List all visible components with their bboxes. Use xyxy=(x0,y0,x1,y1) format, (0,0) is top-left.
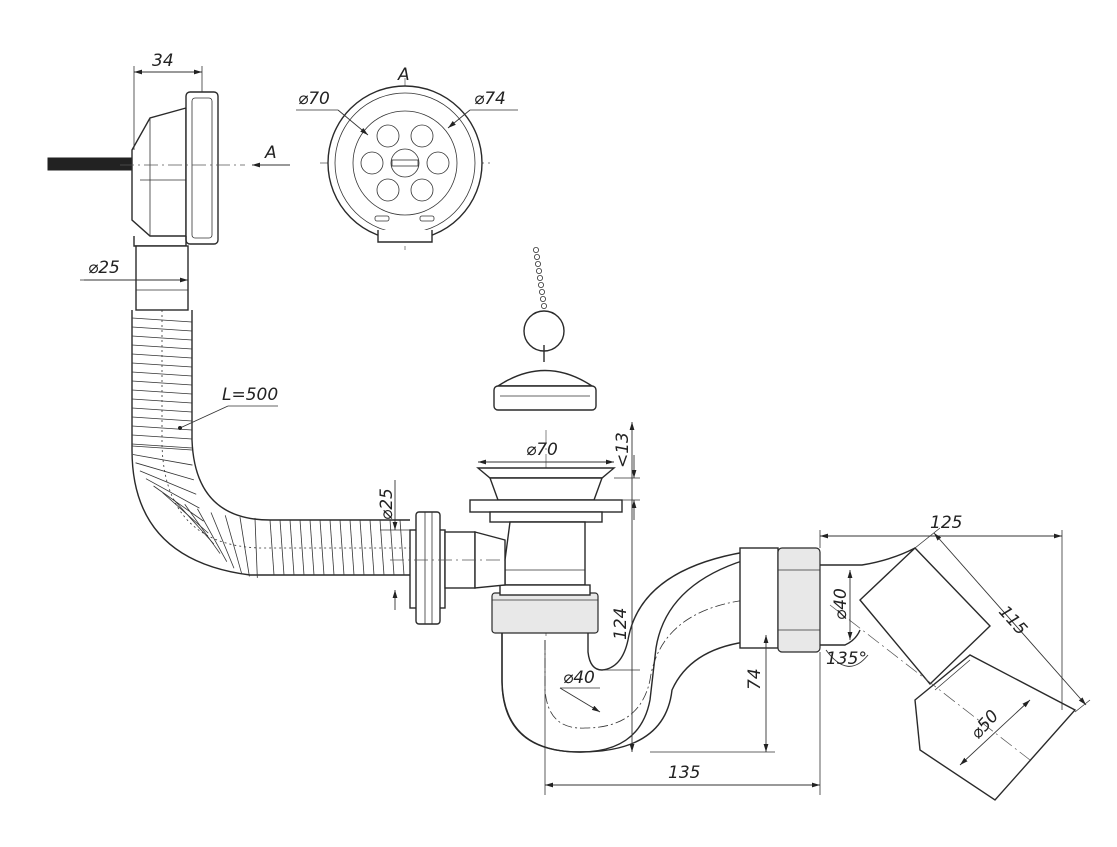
hose-rib xyxy=(197,508,228,562)
dim-outlet-reach: 125 xyxy=(930,513,962,533)
chain-link xyxy=(537,274,544,281)
hose-rib xyxy=(399,519,405,576)
hose-rib xyxy=(210,512,235,569)
dim-strainer-height: <13 xyxy=(613,432,633,468)
hose-rib xyxy=(339,519,345,576)
hose-rib xyxy=(369,519,375,576)
dim-overflow-pipe-dia: ⌀25 xyxy=(88,258,120,278)
chain-link xyxy=(541,302,548,309)
hose-rib xyxy=(131,326,193,332)
hose-rib xyxy=(131,407,193,413)
hose-rib xyxy=(239,517,250,577)
corrugated-hose: L=500 xyxy=(131,310,410,578)
s-trap: 124 ⌀40 74 135 xyxy=(501,422,821,795)
hose-rib xyxy=(389,519,395,576)
chain-link xyxy=(535,260,542,267)
hose-rib xyxy=(131,425,193,431)
chain-link xyxy=(539,288,546,295)
hose-rib xyxy=(131,434,193,440)
hose-rib xyxy=(131,317,193,323)
hose-rib xyxy=(349,519,355,576)
overflow-pipe: ⌀25 xyxy=(80,245,189,311)
dim-overflow-depth: 34 xyxy=(152,51,174,71)
dim-inlet-dia: ⌀25 xyxy=(377,488,397,520)
dim-overflow-outer-dia: ⌀74 xyxy=(474,89,506,109)
hose-rib xyxy=(131,443,193,449)
hose-rib xyxy=(279,519,285,576)
dim-trap-width: 135 xyxy=(668,763,700,783)
strainer-body: ⌀70 <13 xyxy=(469,430,640,640)
hose-rib xyxy=(145,478,200,509)
hose-rib xyxy=(299,519,305,576)
hose-rib xyxy=(309,519,315,576)
chain-link xyxy=(534,253,541,260)
hose-rib xyxy=(329,519,335,576)
hose-rib xyxy=(254,517,258,578)
view-a-arrow-label: A xyxy=(264,143,277,163)
chain-link xyxy=(536,267,543,274)
dim-outlet-inner-dia: ⌀40 xyxy=(831,588,851,620)
hose-rib xyxy=(224,515,242,574)
control-rod xyxy=(47,157,139,171)
outlet-elbow: 125 ⌀40 135° 115 ⌀50 xyxy=(819,513,1091,801)
hose-rib xyxy=(269,519,275,576)
hose-rib xyxy=(131,353,193,359)
side-inlet: ⌀25 xyxy=(377,480,510,625)
hose-rib xyxy=(131,371,193,377)
hose-rib xyxy=(135,462,194,481)
overflow-head-side: 34 A xyxy=(47,51,290,247)
dim-trap-bottom-height: 74 xyxy=(745,668,765,690)
dim-trap-height: 124 xyxy=(611,608,631,640)
dim-hose-length: L=500 xyxy=(222,385,278,405)
hose-rib xyxy=(132,454,193,466)
dim-strainer-dia: ⌀70 xyxy=(526,440,558,460)
hose-rib xyxy=(379,519,385,576)
plug-with-chain xyxy=(493,246,597,411)
hose-rib xyxy=(131,398,193,404)
hose-rib xyxy=(131,335,193,341)
hose-rib xyxy=(131,389,193,395)
hose-rib xyxy=(131,344,193,350)
dim-overflow-inner-dia: ⌀70 xyxy=(298,89,330,109)
hose-rib xyxy=(289,519,295,576)
hose-rib xyxy=(131,362,193,368)
chain-link xyxy=(538,281,545,288)
hose-rib xyxy=(153,485,204,522)
hose-ribs xyxy=(131,317,405,578)
chain xyxy=(533,246,548,309)
hose-rib xyxy=(131,416,193,422)
chain-link xyxy=(533,246,540,253)
hose-rib xyxy=(131,380,193,386)
hose-rib xyxy=(184,504,221,554)
hose-rib xyxy=(359,519,365,576)
dim-trap-bend-dia: ⌀40 xyxy=(563,668,595,688)
view-a: A ⌀70 ⌀74 xyxy=(296,65,518,250)
hose-rib xyxy=(172,498,215,545)
hose-rib xyxy=(319,519,325,576)
view-a-title: A xyxy=(397,65,410,85)
chain-link xyxy=(540,295,547,302)
hose-rib xyxy=(139,470,197,495)
hose-rib xyxy=(131,445,193,451)
dim-outlet-angle: 135° xyxy=(826,649,867,669)
